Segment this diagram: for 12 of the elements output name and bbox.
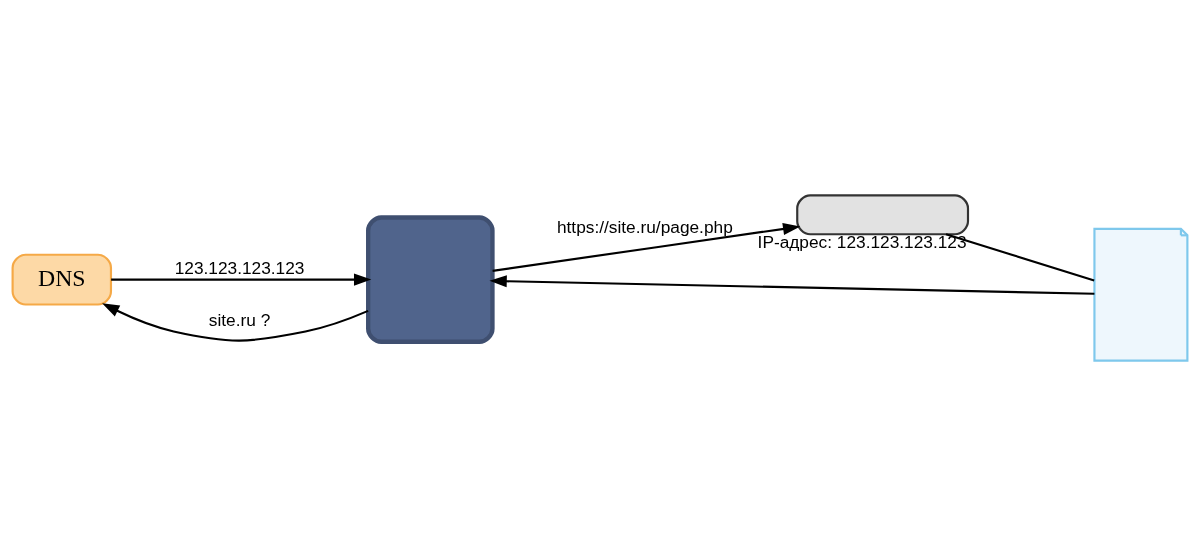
node-label: IP-адрес: 123.123.123.123 [757,232,967,253]
node-box: DNS [11,253,113,306]
node-computer [366,215,495,344]
arrow [492,222,801,272]
arrow [111,273,372,286]
arrow [489,275,1095,295]
node-server [796,194,970,236]
edge-label: https://site.ru/page.php [556,216,733,237]
connector [945,233,1095,282]
edge-label: site.ru ? [208,309,271,330]
edge-label: 123.123.123.123 [174,258,305,278]
arrow [102,303,369,342]
